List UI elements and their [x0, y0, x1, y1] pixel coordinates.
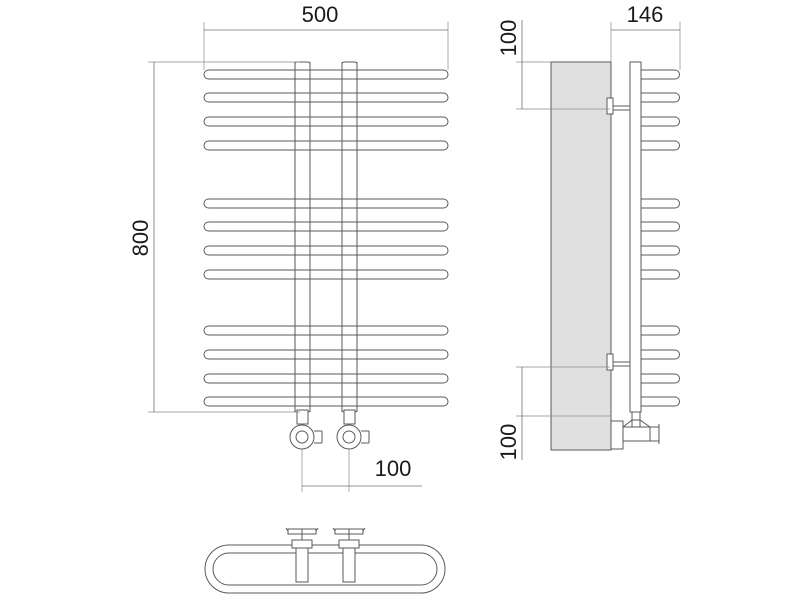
side-bar: [641, 198, 680, 209]
valve-nut: [338, 539, 360, 549]
dimension-height: 800: [128, 61, 300, 413]
width-label: 500: [302, 2, 339, 27]
side-top-bracket: [606, 97, 630, 115]
dimension-bottom-offset: 100: [496, 366, 611, 461]
front-bar: [203, 349, 449, 360]
front-right-valve: [336, 409, 370, 450]
valve-stem: [343, 409, 356, 425]
side-bar: [641, 269, 680, 280]
front-pipe-overlay: [294, 62, 358, 412]
side-bar: [641, 373, 680, 384]
bracket-plate: [606, 97, 614, 115]
top-offset-label: 100: [496, 20, 521, 57]
side-bar: [641, 140, 680, 151]
top-view-inner-loop: [212, 552, 438, 586]
valve-center: [342, 430, 356, 444]
dimension-top-offset: 100: [496, 20, 610, 110]
valve-wall-connector: [610, 420, 624, 450]
side-bottom-bracket: [606, 353, 630, 371]
dimension-width: 500: [203, 2, 449, 70]
top-left-valve: [285, 527, 319, 583]
front-bar: [203, 116, 449, 127]
front-bars-group-bottom: [203, 325, 449, 407]
side-bar: [641, 245, 680, 256]
front-left-valve: [289, 409, 323, 450]
front-bar: [203, 140, 449, 151]
front-bar: [203, 325, 449, 336]
height-label: 800: [128, 220, 153, 257]
valve-body: [622, 426, 660, 442]
valve-spacing-label: 100: [375, 456, 412, 481]
valve-center: [295, 430, 309, 444]
front-bar: [203, 198, 449, 209]
side-bars: [641, 69, 680, 407]
side-bar: [641, 69, 680, 80]
side-collector-pipe: [629, 61, 642, 413]
front-bar: [203, 396, 449, 407]
bracket-plate: [606, 353, 614, 371]
front-bars-group-middle: [203, 198, 449, 280]
side-bar: [641, 325, 680, 336]
valve-elbow: [622, 419, 651, 428]
side-bar: [641, 349, 680, 360]
top-right-valve: [332, 527, 366, 583]
dimension-valve-spacing: 100: [301, 449, 422, 492]
valve-stem: [296, 409, 309, 425]
front-bar: [203, 245, 449, 256]
dimension-depth: 146: [610, 2, 681, 70]
side-valve: [610, 412, 660, 450]
valve-pipe: [342, 545, 356, 583]
valve-nut: [291, 539, 313, 549]
depth-label: 146: [627, 2, 664, 27]
front-bar: [203, 92, 449, 103]
front-bar: [203, 221, 449, 232]
side-bar: [641, 221, 680, 232]
valve-pipe: [295, 545, 309, 583]
front-bar: [203, 69, 449, 80]
side-bar: [641, 92, 680, 103]
front-view: 500 800 100: [128, 2, 449, 492]
side-bar: [641, 116, 680, 127]
top-view: [204, 527, 446, 594]
wall: [550, 61, 612, 451]
front-bars-group-top: [203, 69, 449, 151]
side-view: 146 100 100: [496, 2, 681, 461]
side-bar: [641, 396, 680, 407]
bottom-offset-label: 100: [496, 424, 521, 461]
front-bar: [203, 269, 449, 280]
front-bar: [203, 373, 449, 384]
